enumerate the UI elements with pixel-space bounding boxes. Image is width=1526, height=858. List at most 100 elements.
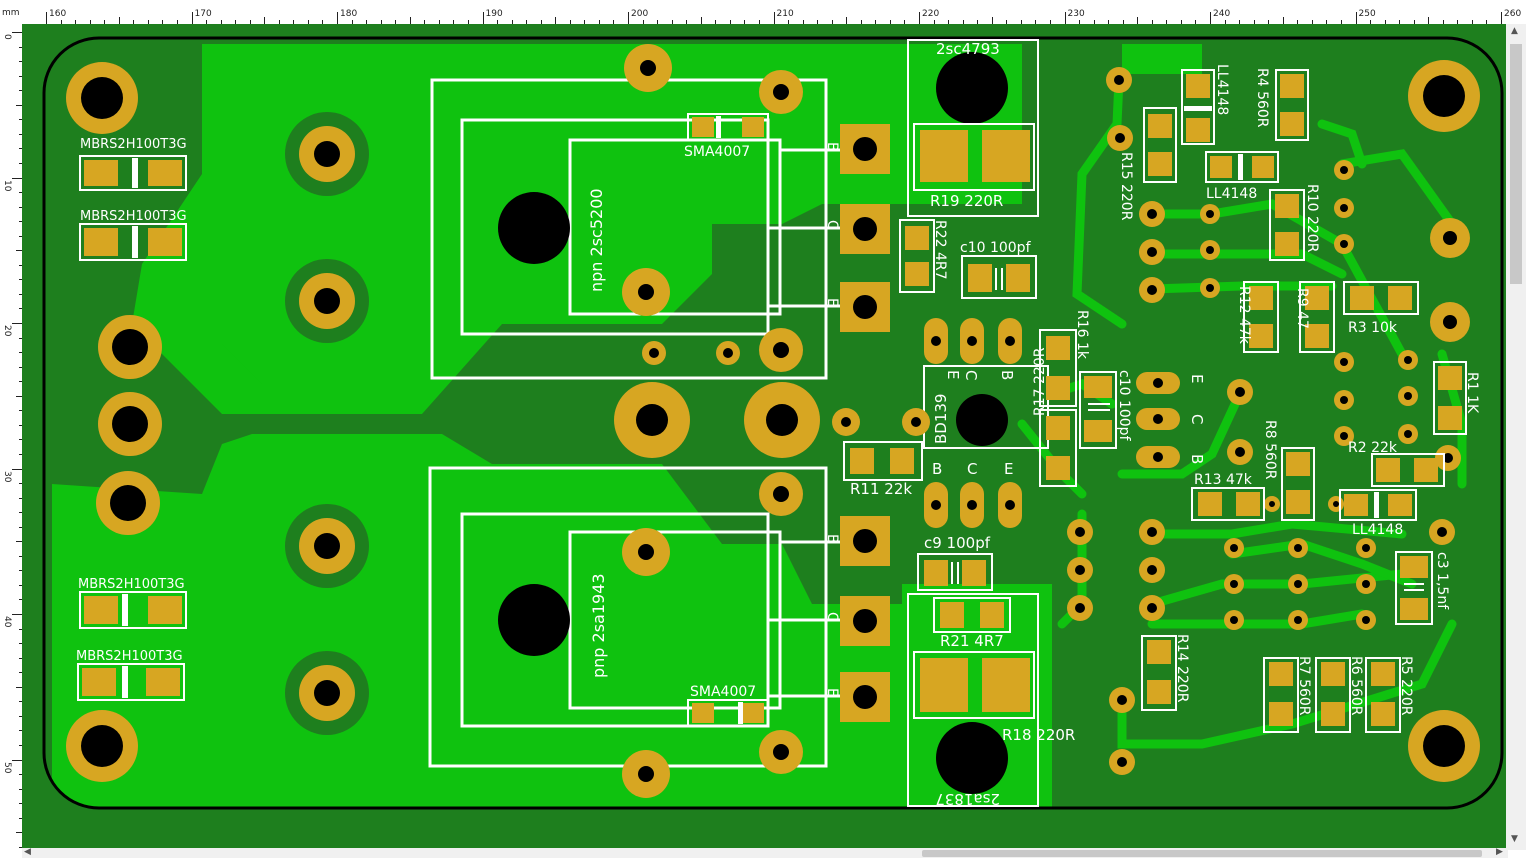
ruler-left-tick [12, 759, 22, 761]
scroll-down-icon[interactable]: ▼ [1511, 834, 1518, 844]
ruler-top-tick [206, 20, 208, 24]
ruler-top-tick [788, 20, 790, 24]
scroll-left-icon[interactable]: ◀ [24, 847, 31, 857]
ruler-top-label: 200 [631, 9, 649, 19]
resistor-r6[interactable] [1315, 657, 1351, 733]
ruler-top-tick [497, 20, 499, 24]
resistor-r10[interactable] [1269, 189, 1305, 261]
diode-d3[interactable] [79, 591, 187, 629]
horizontal-scroll-thumb[interactable] [922, 850, 1482, 857]
resistor-r13[interactable] [1191, 487, 1265, 521]
resistor-r16[interactable] [1039, 329, 1077, 407]
scroll-right-icon[interactable]: ▶ [1496, 847, 1503, 857]
cap-c10a[interactable] [961, 255, 1037, 299]
vertical-scrollbar[interactable]: ▲ ▼ [1506, 24, 1526, 850]
resistor-r17[interactable] [1039, 409, 1077, 487]
pin-b-bd: B [998, 370, 1016, 380]
diode-ll3[interactable] [1339, 489, 1417, 521]
driver-bot[interactable] [907, 593, 1039, 807]
ruler-top-tick [395, 20, 397, 24]
ruler-top-tick [322, 20, 324, 24]
resistor-r4[interactable] [1275, 69, 1309, 141]
ruler-top-tick [1457, 20, 1459, 24]
resistor-r22[interactable] [899, 219, 935, 293]
vertical-scroll-thumb[interactable] [1510, 44, 1522, 284]
label-r22: R22 4R7 [932, 220, 948, 280]
ruler-top-tick [511, 20, 513, 24]
ruler-top-tick [1195, 20, 1197, 24]
pads-q-bot [840, 516, 890, 722]
diode-d1[interactable] [79, 155, 187, 191]
label-sma-bot: SMA4007 [690, 684, 756, 700]
cap-c3[interactable] [1395, 551, 1433, 625]
board-outline [42, 36, 1504, 810]
label-r9: R9 47 [1294, 288, 1310, 329]
resistor-r5[interactable] [1365, 657, 1401, 733]
label-r5: R5 220R [1398, 656, 1414, 716]
ruler-top-tick [817, 20, 819, 24]
ruler-top-tick [1370, 20, 1372, 24]
resistor-r15[interactable] [1143, 107, 1177, 183]
q-top-hole [498, 192, 570, 264]
resistor-r21[interactable] [933, 597, 1011, 633]
ruler-top-tick [482, 12, 484, 24]
label-r3: R3 10k [1348, 320, 1398, 336]
ruler-left-tick [12, 468, 22, 470]
resistor-r7[interactable] [1263, 657, 1299, 733]
driver-top[interactable] [907, 39, 1039, 217]
ruler-top-label: 240 [1213, 9, 1231, 19]
ruler-top-tick [89, 20, 91, 24]
label-r1: R1 1K [1464, 372, 1480, 414]
horizontal-scrollbar[interactable]: ◀ ▶ [22, 847, 1508, 858]
pin-b-top: B [824, 142, 840, 152]
resistor-r9[interactable] [1299, 281, 1335, 353]
diode-d4[interactable] [77, 663, 185, 701]
ruler-left-tick [19, 46, 22, 48]
pin-b-bot: B [824, 534, 840, 544]
ruler-left-tick [19, 381, 22, 383]
pcb-board[interactable]: MBRS2H100T3G MBRS2H100T3G MBRS2H100T3G M… [22, 24, 1506, 848]
ruler-top-tick [846, 17, 848, 24]
ruler-left-tick [16, 686, 22, 688]
ruler-top-tick [293, 20, 295, 24]
resistor-r1[interactable] [1433, 361, 1467, 435]
ruler-top-tick [860, 20, 862, 24]
resistor-r8[interactable] [1281, 447, 1315, 521]
ruler-top-tick [686, 20, 688, 24]
ruler-left-tick [19, 715, 22, 717]
ruler-left-tick [19, 337, 22, 339]
ruler-top-tick [1501, 12, 1502, 24]
ruler-left-tick [16, 832, 22, 834]
label-d1: MBRS2H100T3G [80, 137, 187, 152]
label-c10a: c10 100pf [960, 240, 1032, 256]
ruler-top-tick [249, 20, 251, 24]
cap-c10b[interactable] [1079, 371, 1117, 449]
ruler-left-label: 40 [2, 616, 12, 628]
resistor-r2[interactable] [1371, 453, 1445, 487]
sma-bot[interactable] [687, 699, 769, 727]
resistor-r11[interactable] [843, 441, 923, 481]
diode-ll1[interactable] [1181, 69, 1215, 145]
ruler-top-label: 170 [194, 9, 212, 19]
resistor-r3[interactable] [1343, 281, 1419, 315]
ruler-top-tick [1064, 12, 1066, 24]
cap-c9[interactable] [917, 553, 993, 591]
oval-pads-bd [1136, 372, 1180, 468]
resistor-r14[interactable] [1141, 635, 1177, 711]
label-r15: R15 220R [1118, 152, 1134, 221]
resistor-r12[interactable] [1243, 281, 1279, 353]
sma-top[interactable] [687, 113, 769, 141]
ruler-left-tick [19, 497, 22, 499]
pin-c-bd2: C [967, 460, 977, 478]
ruler-top-tick [438, 20, 440, 24]
diode-ll2[interactable] [1205, 151, 1279, 183]
ruler-top-tick [904, 20, 906, 24]
ruler-left-tick [12, 323, 22, 324]
ruler-top-tick [191, 12, 193, 24]
q-bot-hole [498, 584, 570, 656]
scroll-up-icon[interactable]: ▲ [1511, 26, 1518, 36]
ruler-left-tick [16, 250, 22, 252]
ruler-top-tick [278, 20, 280, 24]
diode-d2[interactable] [79, 223, 187, 261]
